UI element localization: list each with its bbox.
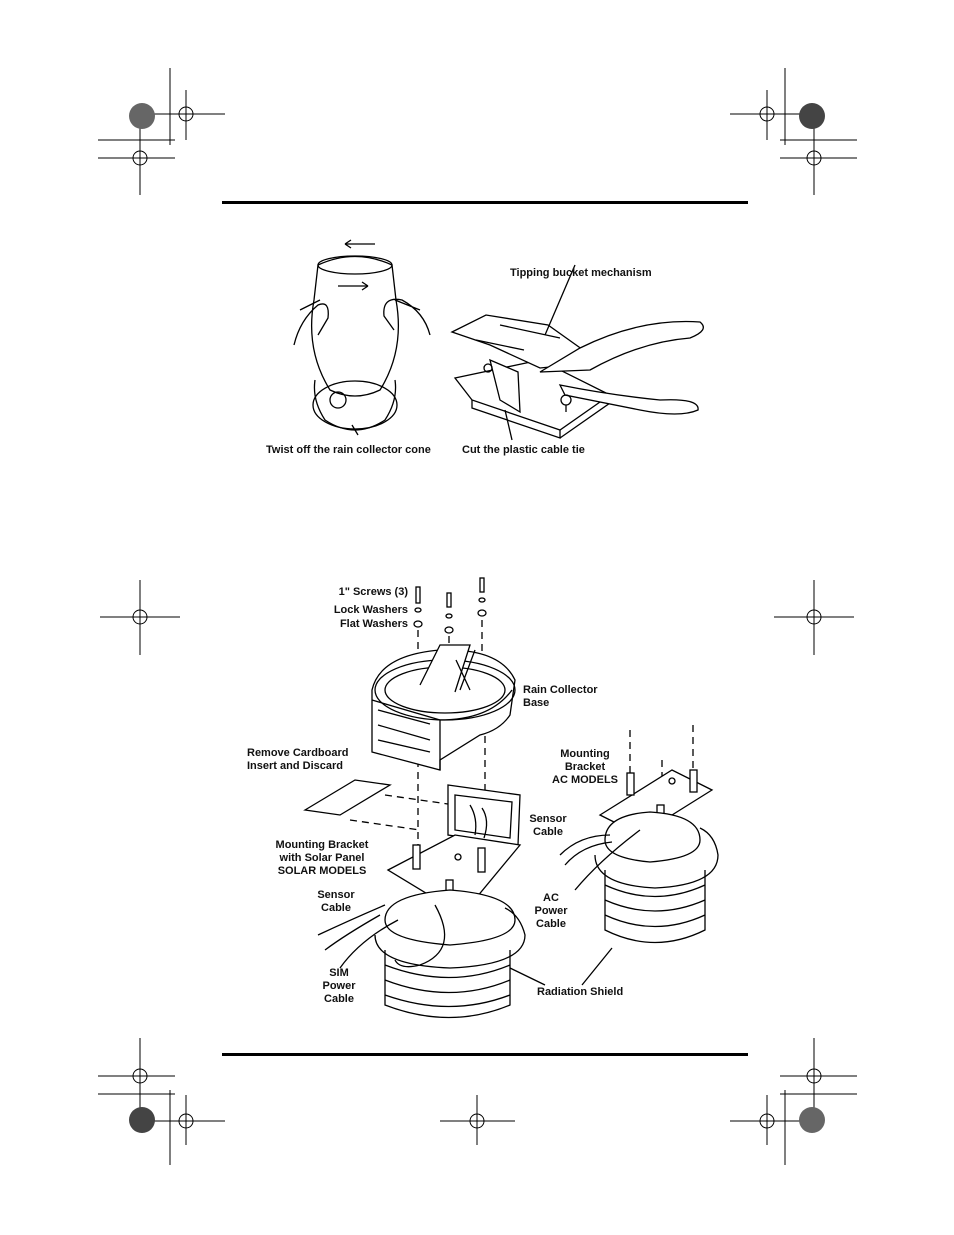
footer-rule [222,1053,748,1056]
flat-washers-label: Flat Washers [339,618,408,630]
sensor-cable-left-label: Sensor Cable [317,889,355,914]
assembly-drawing [303,577,719,1019]
header-rule [222,201,748,204]
sim-power-cable-label: SIM Power Cable [322,967,356,1005]
rain-collector-base-label: Rain Collector Base [523,684,598,709]
tipping-bucket-drawing [450,264,704,441]
tipping-bucket-label: Tipping bucket mechanism [510,267,652,279]
lock-washers-label: Lock Washers [333,604,408,616]
sensor-cable-right-label: Sensor Cable [529,813,567,838]
cut-cable-tie-caption: Cut the plastic cable tie [462,444,585,456]
ac-power-cable-label: AC Power Cable [534,892,568,930]
cardboard-insert-label: Remove Cardboard Insert and Discard [247,747,349,772]
registration-targets [129,103,825,1133]
solar-mounting-bracket-label: Mounting Bracket with Solar Panel SOLAR … [275,839,369,877]
ac-mounting-bracket-label: Mounting Bracket AC MODELS [552,748,618,786]
crop-marks [98,68,857,1165]
rain-cone-drawing [293,239,431,436]
screws-label: 1" Screws (3) [338,586,408,598]
radiation-shield-label: Radiation Shield [537,986,624,998]
twist-cone-caption: Twist off the rain collector cone [266,444,431,456]
